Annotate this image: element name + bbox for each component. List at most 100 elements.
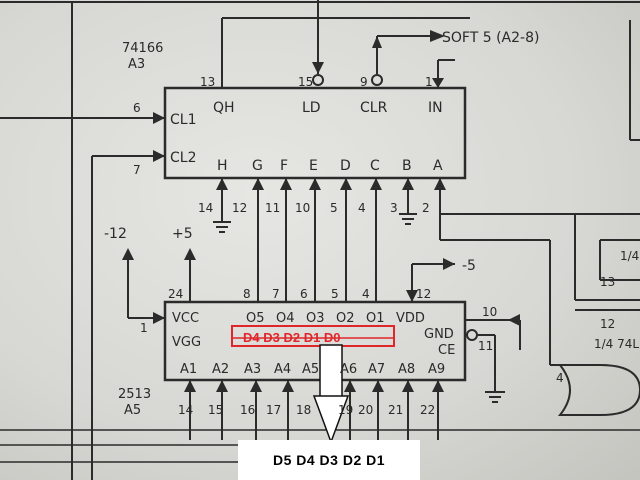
- arrow-a6: [344, 380, 356, 392]
- arrow-a2: [216, 380, 228, 392]
- label-gnd: GND: [424, 327, 454, 342]
- pin-num-a9: 22: [420, 403, 435, 417]
- chip-74166-ref: A3: [128, 57, 145, 72]
- input-label-b: B: [402, 158, 412, 174]
- arrow-in: [432, 78, 444, 88]
- supply-pos5: +5: [172, 226, 193, 242]
- input-label-a: A: [433, 158, 443, 174]
- arrow-cl2: [153, 150, 165, 162]
- input-label-d: D: [340, 158, 351, 174]
- pin-label-clr: CLR: [360, 100, 388, 116]
- arrow-gnd: [508, 314, 520, 326]
- arrow-f: [280, 178, 292, 190]
- pin-num-a5: 18: [296, 403, 311, 417]
- pin-label-qh: QH: [213, 100, 235, 116]
- right-pin-13: 13: [600, 275, 615, 289]
- pin-num-ce: 11: [478, 339, 493, 353]
- arrow-a8: [402, 380, 414, 392]
- soft-label: SOFT 5 (A2-8): [442, 30, 539, 46]
- pin-num-cl1: 6: [133, 101, 141, 115]
- arrow-vdd: [406, 290, 418, 302]
- label-vcc: VCC: [172, 311, 199, 326]
- label-a6: A6: [340, 362, 357, 377]
- arrow-a1: [184, 380, 196, 392]
- chip-2513-ref: A5: [124, 403, 141, 418]
- pin-label-cl1: CL1: [170, 112, 196, 128]
- pin-label-in: IN: [428, 100, 443, 116]
- pin-num-f: 10: [295, 201, 310, 215]
- pin-num-vdd: 12: [416, 287, 431, 301]
- pin-label-cl2: CL2: [170, 150, 196, 166]
- input-label-h: H: [217, 158, 228, 174]
- label-a9: A9: [428, 362, 445, 377]
- caption-box: D5 D4 D3 D2 D1: [238, 440, 420, 480]
- chip-74166-part: 74166: [122, 41, 163, 56]
- pin-num-a2: 15: [208, 403, 223, 417]
- arrow-a7: [372, 380, 384, 392]
- pin-num-a1: 14: [178, 403, 193, 417]
- arrow-a4: [282, 380, 294, 392]
- pin-num-a4: 17: [266, 403, 281, 417]
- pin-num-d: 4: [358, 201, 366, 215]
- label-o3: O3: [306, 311, 325, 326]
- ce-bubble: [466, 329, 478, 341]
- label-a3: A3: [244, 362, 261, 377]
- red-highlight-box: [231, 325, 395, 347]
- pin-num-a7: 20: [358, 403, 373, 417]
- right-gate-pin: 4: [556, 371, 564, 385]
- pin-num-g: 11: [265, 201, 280, 215]
- pin-num-b: 2: [422, 201, 430, 215]
- arrow-c: [370, 178, 382, 190]
- label-a1: A1: [180, 362, 197, 377]
- arrow-neg5: [443, 258, 455, 270]
- label-a2: A2: [212, 362, 229, 377]
- right-gate-label: 1/4 74L: [594, 337, 639, 351]
- pin-num-h: 12: [232, 201, 247, 215]
- pin-num-a8: 21: [388, 403, 403, 417]
- label-vgg: VGG: [172, 335, 201, 350]
- label-a4: A4: [274, 362, 291, 377]
- label-ce: CE: [438, 343, 455, 358]
- supply-neg5: -5: [462, 258, 476, 274]
- arrow-a9: [432, 380, 444, 392]
- label-o5: O5: [246, 311, 265, 326]
- right-fragment: 1/4: [620, 249, 639, 263]
- label-vdd: VDD: [396, 311, 425, 326]
- pin-num-o4: 7: [272, 287, 280, 301]
- arrow-pos5: [184, 248, 196, 260]
- pin-num-o2: 5: [331, 287, 339, 301]
- ld-bubble: [312, 74, 324, 86]
- pin-num-in: 1: [425, 75, 433, 89]
- label-o4: O4: [276, 311, 295, 326]
- label-a5: A5: [302, 362, 319, 377]
- arrow-e: [309, 178, 321, 190]
- arrow-clr: [372, 36, 382, 48]
- arrow-h: [216, 178, 228, 190]
- arrow-neg12: [122, 248, 134, 260]
- arrow-d: [340, 178, 352, 190]
- pin-num-o1: 4: [362, 287, 370, 301]
- pin-num-a3: 16: [240, 403, 255, 417]
- label-o2: O2: [336, 311, 355, 326]
- input-label-g: G: [252, 158, 263, 174]
- arrow-ld: [312, 62, 324, 74]
- output-arrow: [312, 344, 350, 445]
- input-label-f: F: [280, 158, 288, 174]
- input-label-e: E: [309, 158, 318, 174]
- pin-num-a6: 19: [338, 403, 353, 417]
- pin-num-clr: 9: [360, 75, 368, 89]
- arrow-vgg: [153, 312, 165, 324]
- pin-num-gnd: 10: [482, 305, 497, 319]
- pin-num-o3: 6: [300, 287, 308, 301]
- arrow-a: [434, 178, 446, 190]
- pin-num-gnd-top: 14: [198, 201, 213, 215]
- pin-num-e: 5: [330, 201, 338, 215]
- label-o1: O1: [366, 311, 385, 326]
- pin-label-ld: LD: [302, 100, 321, 116]
- label-a8: A8: [398, 362, 415, 377]
- nor-gate: [557, 364, 640, 416]
- arrow-soft: [430, 30, 445, 42]
- arrow-cl1: [153, 112, 165, 124]
- caption-text: D5 D4 D3 D2 D1: [272, 452, 386, 468]
